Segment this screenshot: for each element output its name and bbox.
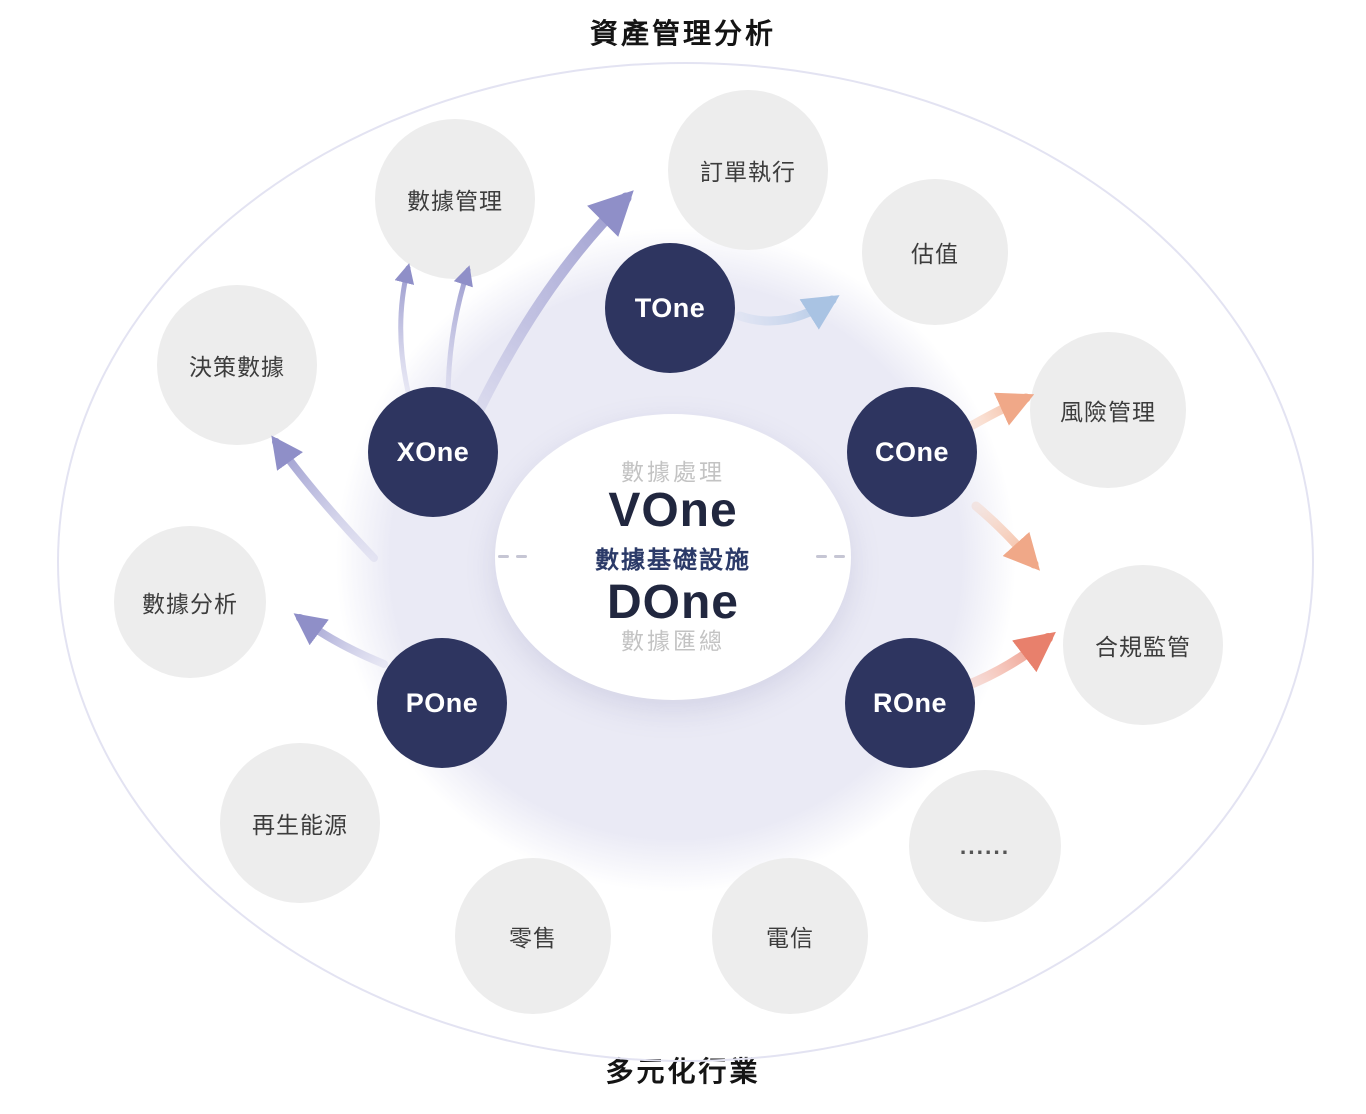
satellite-label: 零售 — [509, 925, 557, 951]
satellite-label: 風險管理 — [1060, 399, 1156, 425]
satellite-decision-data: 決策數據 — [157, 285, 317, 445]
satellite-data-analytics: 數據分析 — [114, 526, 266, 678]
satellite-label: 電信 — [766, 925, 814, 951]
product-circle-rone: ROne — [845, 638, 975, 768]
product-circle-xone: XOne — [368, 387, 498, 517]
satellite-label: 數據管理 — [407, 188, 503, 214]
product-circle-tone: TOne — [605, 243, 735, 373]
center-product-done: DOne — [606, 575, 739, 629]
satellite-label: 訂單執行 — [700, 159, 796, 185]
outer-boundary-ellipse — [57, 62, 1314, 1062]
center-caption-data-processing: 數據處理 — [621, 458, 725, 485]
satellite-retail: 零售 — [455, 858, 611, 1014]
satellite-order-execution: 訂單執行 — [668, 90, 828, 250]
satellite-label: 數據分析 — [142, 591, 238, 617]
satellite-label: 估值 — [911, 241, 959, 267]
diagram-title-top: 資產管理分析 — [589, 18, 776, 49]
satellite-label: 再生能源 — [252, 812, 348, 838]
product-label: COne — [874, 436, 949, 467]
product-label: XOne — [396, 436, 470, 467]
satellite-label: 合規監管 — [1095, 634, 1191, 660]
center-caption-data-aggregation: 數據匯總 — [621, 627, 725, 654]
satellite-label: ...... — [959, 832, 1011, 859]
satellite-compliance: 合規監管 — [1063, 565, 1223, 725]
satellite-label: 決策數據 — [189, 354, 285, 380]
satellite-renewable-energy: 再生能源 — [220, 743, 380, 903]
satellite-more-ellipsis: ...... — [909, 770, 1061, 922]
center-product-vone: VOne — [608, 484, 738, 538]
satellite-telecom: 電信 — [712, 858, 868, 1014]
satellite-risk-management: 風險管理 — [1030, 332, 1186, 488]
center-hub-circle: 數據處理 VOne 數據基礎設施 DOne 數據匯總 — [495, 414, 851, 700]
product-label: POne — [405, 687, 479, 718]
product-circle-cone: COne — [847, 387, 977, 517]
product-circle-pone: POne — [377, 638, 507, 768]
satellite-data-management: 數據管理 — [375, 119, 535, 279]
product-label: TOne — [634, 292, 706, 323]
product-label: ROne — [872, 687, 947, 718]
center-caption-data-infrastructure: 數據基礎設施 — [595, 546, 751, 574]
satellite-valuation: 估值 — [862, 179, 1008, 325]
